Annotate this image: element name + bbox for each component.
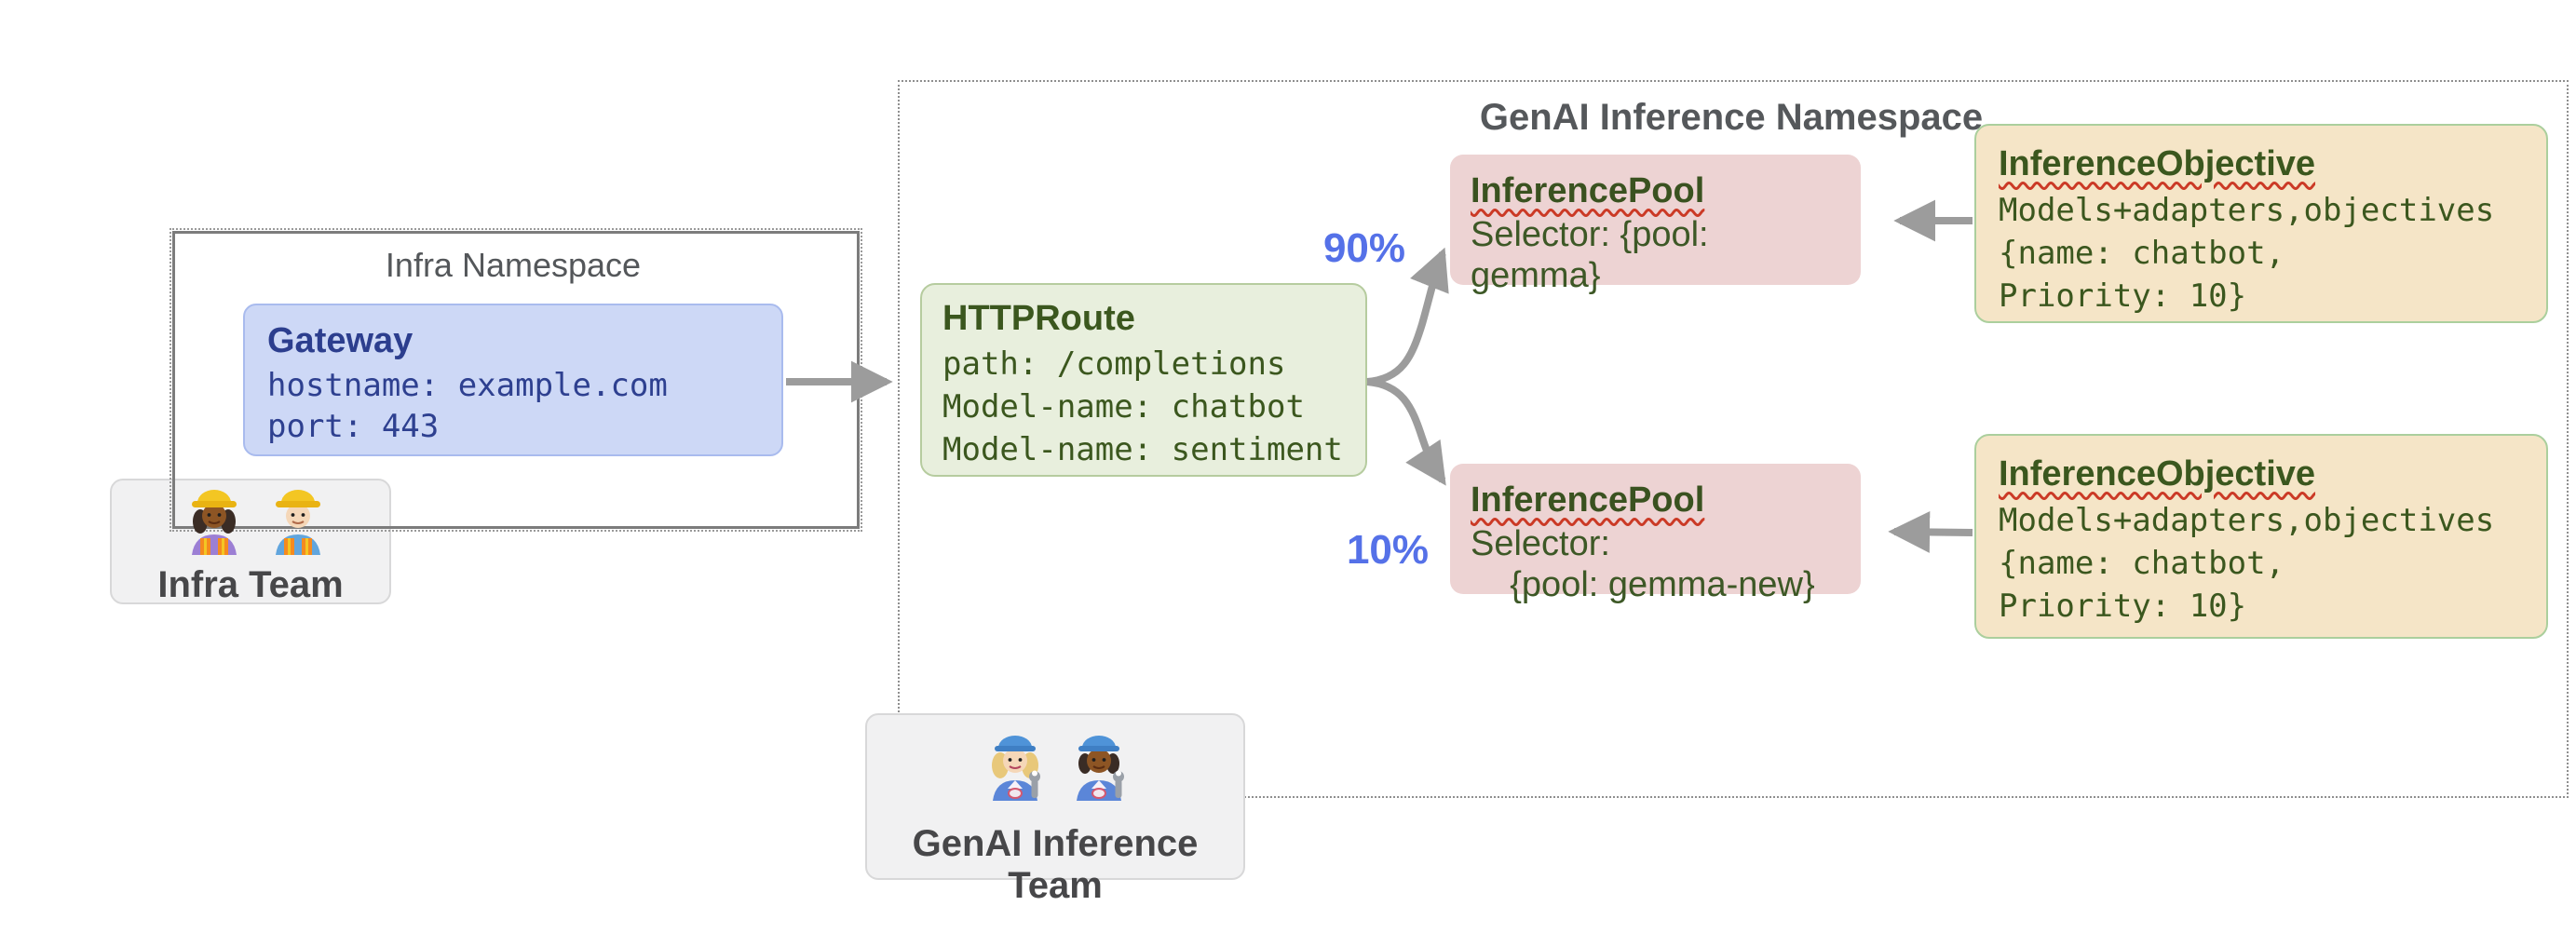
httproute-box: HTTPRoute path: /completions Model-name:…	[920, 283, 1367, 477]
traffic-split-90-label: 90%	[1322, 225, 1406, 271]
inferencepool-gemma-selector: Selector: {pool: gemma}	[1471, 215, 1709, 295]
httproute-path: path: /completions	[942, 345, 1286, 383]
inferenceobjective-bottom-line1: Models+adapters,objectives	[1999, 502, 2495, 539]
httproute-model-sentiment: Model-name: sentiment	[942, 431, 1343, 468]
gateway-hostname: hostname: example.com	[267, 367, 668, 404]
inferenceobjective-bottom-line2: {name: chatbot,	[1999, 545, 2285, 582]
infra-team-icons	[184, 480, 328, 555]
inferenceobjective-top-line3: Priority: 10}	[1999, 277, 2247, 315]
gateway-port: port: 443	[267, 408, 440, 445]
inferencepool-gemma-title: InferencePool	[1471, 171, 1705, 210]
inferenceobjective-top-line1: Models+adapters,objectives	[1999, 192, 2495, 229]
inferencepool-gemma-new-title: InferencePool	[1471, 480, 1705, 520]
infra-team-card	[110, 479, 391, 604]
construction-worker-man-icon	[276, 490, 320, 555]
mechanic-woman-icon	[992, 736, 1040, 801]
inferencepool-gemma-new-selector: Selector:	[1471, 524, 1610, 563]
genai-inference-namespace-title: GenAI Inference Namespace	[1479, 97, 1984, 138]
infra-namespace-title: Infra Namespace	[385, 246, 642, 284]
inferencepool-gemma-new-selector-value: {pool: gemma-new}	[1471, 565, 1815, 604]
gateway-box: Gateway hostname: example.com port: 443	[243, 304, 783, 456]
construction-worker-woman-icon	[192, 490, 237, 555]
inferenceobjective-bottom-title: InferenceObjective	[1999, 454, 2316, 494]
genai-inference-namespace-box	[898, 80, 2569, 798]
httproute-title: HTTPRoute	[942, 299, 1135, 338]
gateway-title: Gateway	[267, 321, 414, 360]
genai-inference-team-card	[865, 713, 1245, 880]
inferenceobjective-bottom-line3: Priority: 10}	[1999, 588, 2247, 625]
inferencepool-gemma-box: InferencePool Selector: {pool: gemma}	[1450, 155, 1861, 295]
infra-team-label: Infra Team	[157, 564, 344, 605]
genai-team-icons	[985, 726, 1129, 801]
httproute-model-chatbot: Model-name: chatbot	[942, 388, 1305, 426]
inferenceobjective-bottom-box: InferenceObjective Models+adapters,objec…	[1974, 434, 2548, 639]
genai-inference-team-label: GenAI Inference Team	[912, 823, 1199, 906]
inferenceobjective-top-title: InferenceObjective	[1999, 144, 2316, 183]
inferencepool-gemma-new-box: InferencePool Selector: {pool: gemma-new…	[1450, 464, 1861, 604]
inferenceobjective-top-line2: {name: chatbot,	[1999, 235, 2285, 272]
inferenceobjective-top-box: InferenceObjective Models+adapters,objec…	[1974, 124, 2548, 323]
mechanic-man-icon	[1077, 736, 1124, 801]
traffic-split-10-label: 10%	[1346, 527, 1430, 573]
